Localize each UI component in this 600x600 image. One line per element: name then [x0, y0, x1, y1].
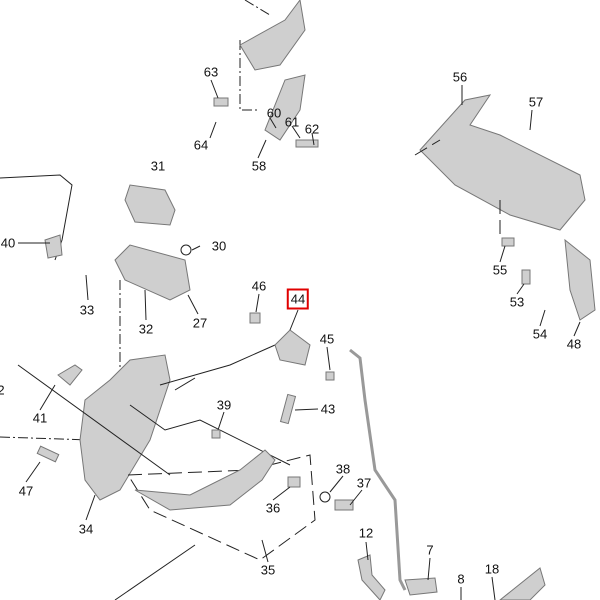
part-label-48[interactable]: 48	[566, 336, 582, 352]
bolt-37	[334, 499, 354, 511]
part-18	[499, 567, 546, 600]
part-label-41[interactable]: 41	[32, 410, 48, 426]
part-label-31[interactable]: 31	[150, 158, 166, 174]
part-12	[357, 554, 386, 600]
bolt-47	[36, 445, 60, 463]
pedal-group-outline	[127, 454, 316, 561]
part-label-44-highlighted[interactable]: 44	[286, 288, 310, 310]
leader-line	[239, 0, 271, 111]
part-label-2[interactable]: 2	[0, 382, 5, 398]
part-label-64[interactable]: 64	[193, 137, 209, 153]
part-label-61[interactable]: 61	[284, 114, 300, 130]
part-label-38[interactable]: 38	[335, 461, 351, 477]
part-label-43[interactable]: 43	[320, 401, 336, 417]
footpeg-48	[564, 238, 596, 321]
brake-rod	[349, 348, 407, 591]
rear-footrest-bracket	[419, 94, 586, 231]
part-label-39[interactable]: 39	[216, 397, 232, 413]
part-7	[404, 577, 438, 596]
part-label-27[interactable]: 27	[192, 315, 208, 331]
part-label-7[interactable]: 7	[426, 542, 434, 558]
brake-pedal-35	[134, 449, 276, 511]
spring-53	[521, 269, 531, 285]
bolt-63	[213, 97, 229, 107]
part-label-45[interactable]: 45	[319, 331, 335, 347]
part-label-55[interactable]: 55	[492, 262, 508, 278]
footpeg-bracket-top	[239, 0, 306, 71]
part-label-63[interactable]: 63	[203, 64, 219, 80]
collar-39	[211, 429, 221, 439]
bushing-36	[287, 476, 301, 488]
spring-43	[279, 393, 297, 425]
bolt-45	[325, 371, 335, 381]
part-label-57[interactable]: 57	[528, 94, 544, 110]
part-label-60[interactable]: 60	[266, 105, 282, 121]
brake-pedal-bracket-34	[79, 354, 171, 501]
part-label-56[interactable]: 56	[452, 69, 468, 85]
footpeg-27	[114, 244, 191, 301]
part-label-8[interactable]: 8	[457, 571, 465, 587]
part-label-58[interactable]: 58	[251, 158, 267, 174]
part-label-54[interactable]: 54	[532, 326, 548, 342]
pin-61	[295, 139, 319, 148]
part-label-18[interactable]: 18	[484, 561, 500, 577]
part-label-34[interactable]: 34	[78, 521, 94, 537]
footpeg-58	[264, 74, 306, 141]
part-label-35[interactable]: 35	[260, 562, 276, 578]
o-ring-38	[319, 491, 331, 503]
part-label-40[interactable]: 40	[0, 235, 16, 251]
part-label-47[interactable]: 47	[18, 483, 34, 499]
footpeg-rubber-31	[124, 184, 176, 226]
part-41	[57, 364, 83, 386]
part-label-62[interactable]: 62	[304, 121, 320, 137]
part-label-12[interactable]: 12	[358, 525, 374, 541]
collar-46	[249, 312, 261, 324]
bolt-55	[501, 237, 515, 247]
part-label-32[interactable]: 32	[138, 321, 154, 337]
part-label-53[interactable]: 53	[509, 294, 525, 310]
brake-switch-bracket-44	[274, 329, 311, 366]
part-label-37[interactable]: 37	[356, 475, 372, 491]
part-label-30[interactable]: 30	[211, 238, 227, 254]
part-label-46[interactable]: 46	[251, 278, 267, 294]
part-label-33[interactable]: 33	[79, 302, 95, 318]
part-label-36[interactable]: 36	[265, 500, 281, 516]
clip-30	[180, 244, 192, 256]
